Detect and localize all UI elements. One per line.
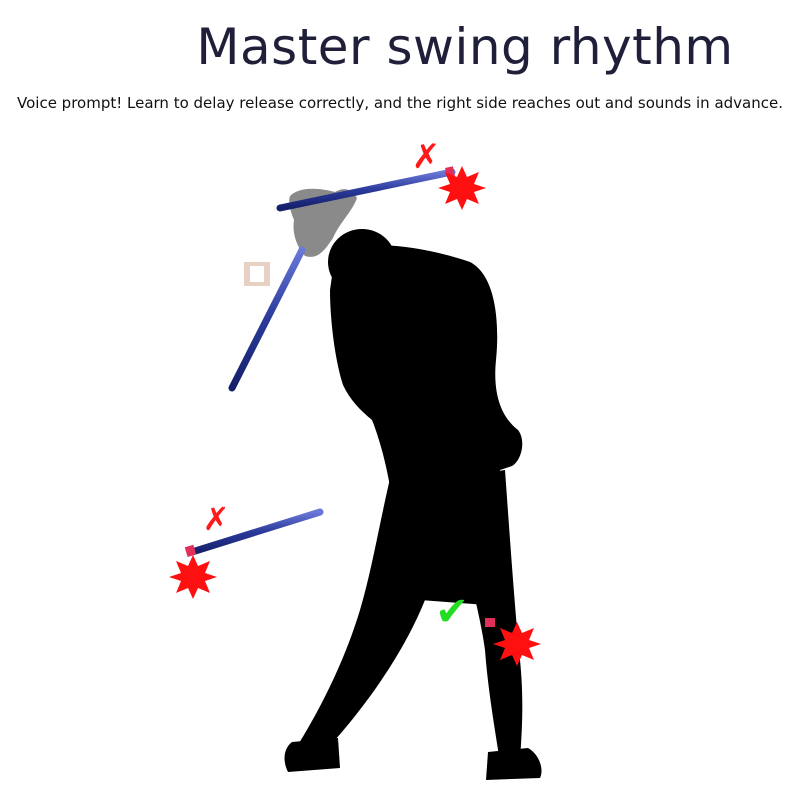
training-stick-vertical — [485, 492, 495, 627]
faint-logo-mark — [244, 262, 270, 286]
page-title: Master swing rhythm — [196, 18, 734, 76]
correct-check-icon: ✔ — [435, 589, 469, 635]
wrong-x-icon: ✗ — [203, 500, 230, 538]
sound-burst-icon — [438, 166, 486, 210]
voice-prompt-caption: Voice prompt! Learn to delay release cor… — [17, 94, 783, 112]
sound-burst-icon — [169, 555, 217, 599]
golfer-silhouette — [284, 229, 542, 780]
wrong-x-icon: ✗ — [412, 137, 441, 177]
training-stick-diagonal — [228, 246, 306, 392]
training-stick-release — [184, 508, 324, 557]
sound-burst-icon — [493, 622, 541, 666]
